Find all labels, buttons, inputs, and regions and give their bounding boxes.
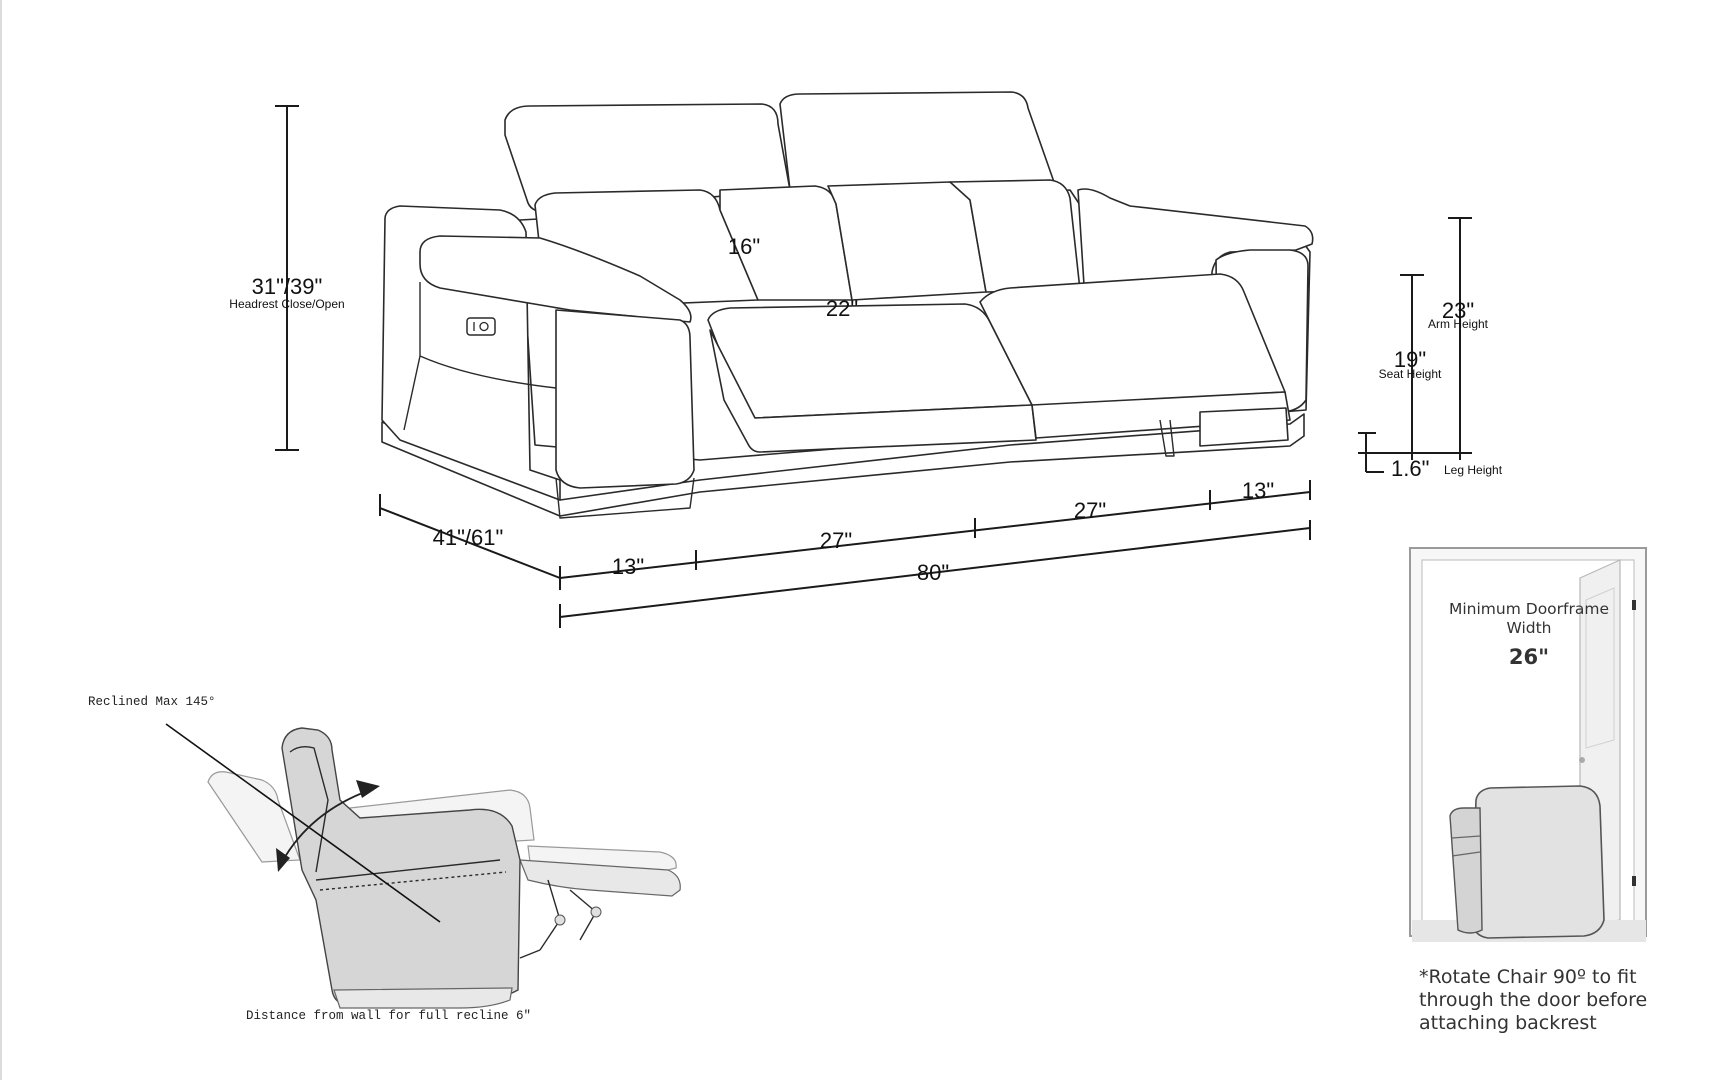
sofa-drawing xyxy=(381,91,1314,519)
doorframe-title-line2: Width xyxy=(1506,619,1551,637)
arm-height-caption: Arm Height xyxy=(1428,317,1489,331)
section-left-label: 27" xyxy=(820,528,852,553)
section-right-label: 27" xyxy=(1074,498,1106,523)
leg-height-label: 1.6" xyxy=(1391,456,1429,481)
recline-diagram xyxy=(165,723,681,1009)
rotate-note-line1: *Rotate Chair 90º to fit xyxy=(1419,966,1637,988)
rotate-note-line2: through the door before xyxy=(1419,989,1647,1011)
dimension-lines xyxy=(275,105,1472,628)
power-button-icon xyxy=(466,317,496,336)
height-caption: Headrest Close/Open xyxy=(229,297,344,311)
depth-label: 41"/61" xyxy=(433,525,504,550)
seat-height-label: 19" xyxy=(1394,347,1426,372)
arm-right-label: 13" xyxy=(1242,478,1274,503)
recline-angle-label: Reclined Max 145° xyxy=(88,695,216,709)
doorframe-width-label: 26" xyxy=(1509,645,1549,669)
seat-width-label: 22" xyxy=(826,296,858,321)
headrest-width-label: 16" xyxy=(728,234,760,259)
leg-height-caption: Leg Height xyxy=(1444,463,1503,477)
arm-height-label: 23" xyxy=(1442,298,1474,323)
doorframe-diagram xyxy=(1409,547,1647,942)
doorframe-title-line1: Minimum Doorframe xyxy=(1449,600,1609,618)
wall-distance-label: Distance from wall for full recline 6" xyxy=(246,1009,531,1023)
arm-left-label: 13" xyxy=(612,554,644,579)
dimension-labels: 31"/39" Headrest Close/Open 16" 22" 23" … xyxy=(229,234,1502,585)
seat-height-caption: Seat Height xyxy=(1379,367,1442,381)
height-label: 31"/39" xyxy=(252,274,323,299)
total-width-label: 80" xyxy=(917,560,949,585)
rotate-note-line3: attaching backrest xyxy=(1419,1012,1597,1034)
